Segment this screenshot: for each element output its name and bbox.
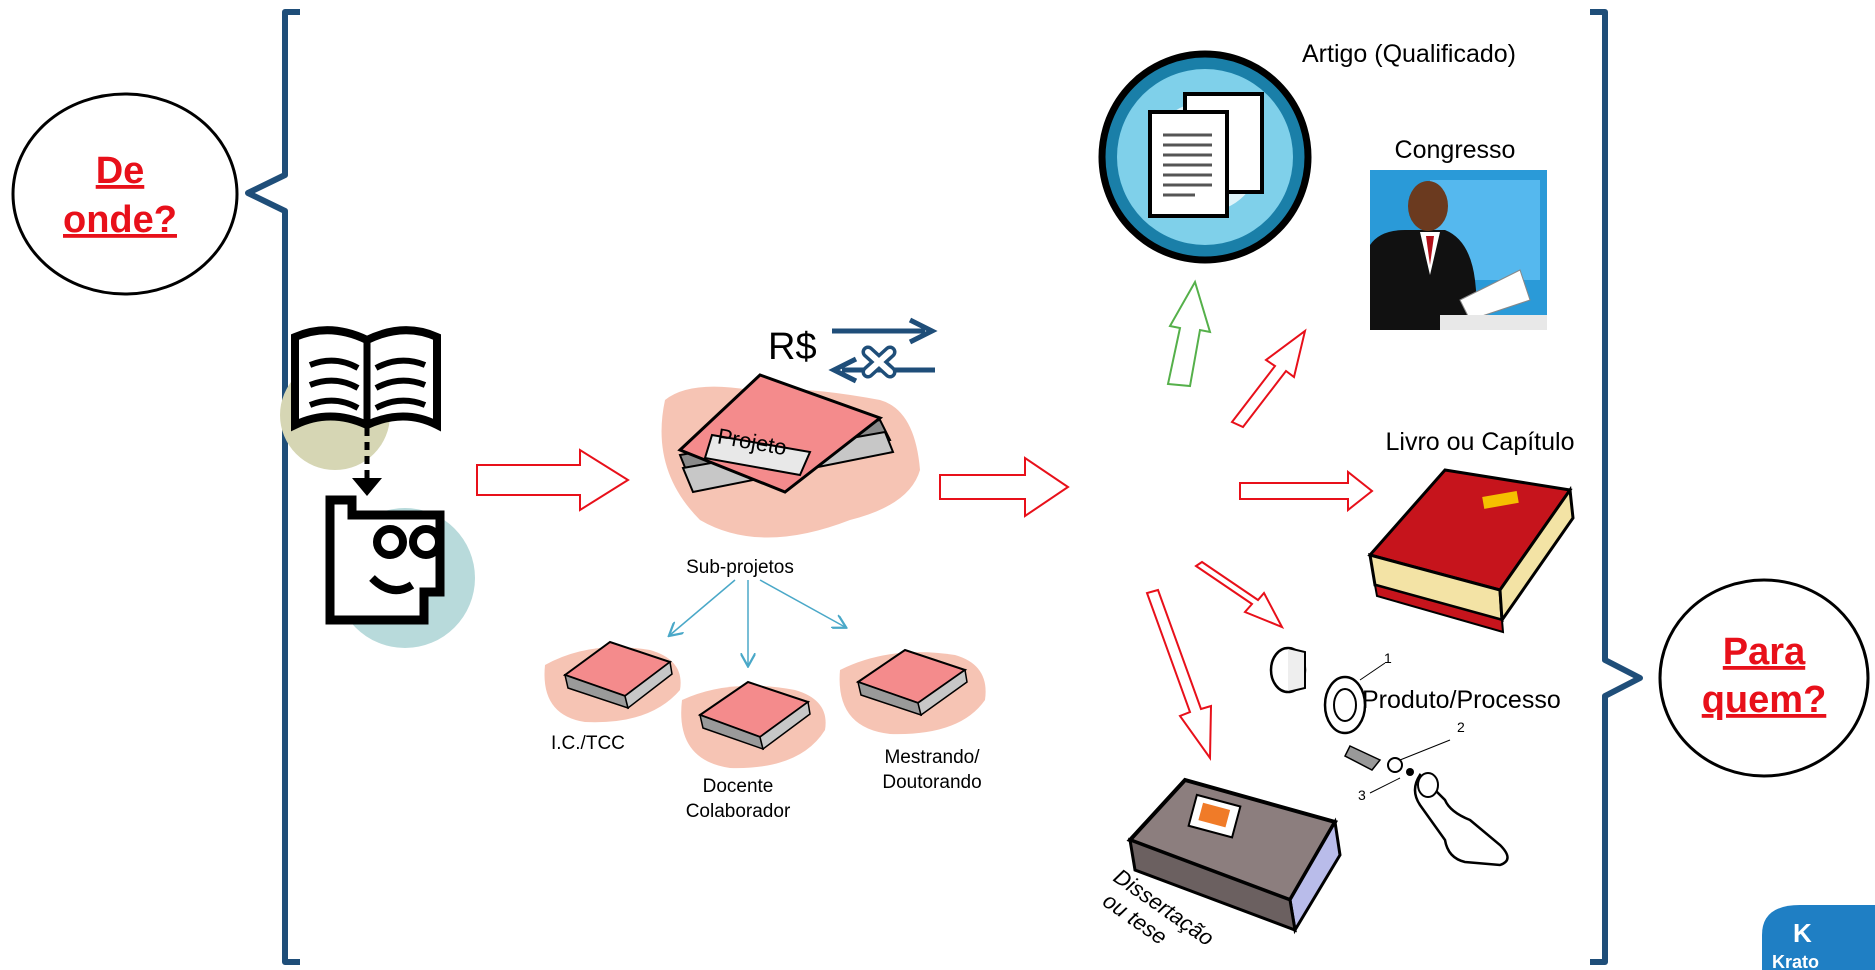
presenter-icon bbox=[1370, 170, 1547, 330]
arrow-to-artigo bbox=[1166, 279, 1212, 388]
mechanical-parts-icon: 1 2 3 bbox=[1269, 646, 1509, 867]
currency-label: R$ bbox=[768, 326, 817, 368]
livro-label: Livro ou Capítulo bbox=[1385, 428, 1574, 456]
left-bracket bbox=[245, 9, 300, 965]
audience-line2: quem? bbox=[1702, 679, 1827, 721]
subprojects-label: Sub-projetos bbox=[686, 557, 794, 578]
sub-docente-line2: Colaborador bbox=[686, 801, 791, 822]
subproject-book-docente-icon bbox=[681, 680, 826, 769]
part-number-3: 3 bbox=[1358, 787, 1366, 803]
reader-icon bbox=[280, 326, 475, 648]
arrow-project-to-outputs bbox=[939, 456, 1070, 518]
sub-ic-label: I.C./TCC bbox=[551, 733, 625, 754]
arrow-to-livro bbox=[1239, 469, 1374, 513]
right-bracket bbox=[1590, 9, 1643, 965]
logo-text: Krato bbox=[1772, 952, 1819, 970]
audience-bubble: Para quem? bbox=[1658, 578, 1870, 778]
sub-arrow-ic bbox=[670, 579, 736, 635]
audience-line1: Para bbox=[1723, 631, 1806, 673]
artigo-label: Artigo (Qualificado) bbox=[1302, 40, 1516, 68]
svg-text:K: K bbox=[1793, 918, 1812, 948]
arrow-to-dissertacao bbox=[1145, 588, 1213, 762]
congresso-label: Congresso bbox=[1395, 136, 1516, 164]
sub-arrow-mestrando bbox=[759, 579, 845, 627]
subproject-book-ic-icon bbox=[544, 640, 681, 723]
subproject-book-mestrando-icon bbox=[839, 648, 986, 735]
thesis-book-icon bbox=[1126, 777, 1342, 935]
document-icon bbox=[1098, 50, 1312, 264]
blocked-x-icon bbox=[861, 345, 897, 379]
arrow-to-produto bbox=[1194, 560, 1285, 629]
sub-mestrando-line1: Mestrando/ bbox=[884, 747, 980, 768]
source-line2: onde? bbox=[63, 199, 177, 241]
arrow-reader-to-project bbox=[476, 448, 630, 512]
sub-docente-line1: Docente bbox=[703, 776, 774, 797]
arrow-to-congresso bbox=[1230, 328, 1307, 429]
red-book-icon bbox=[1367, 468, 1575, 634]
kroton-logo: K Krato bbox=[1762, 905, 1875, 970]
produto-label: Produto/Processo bbox=[1362, 686, 1561, 714]
part-number-2: 2 bbox=[1457, 719, 1465, 735]
source-bubble: De onde? bbox=[11, 92, 239, 296]
sub-mestrando-line2: Doutorando bbox=[882, 772, 981, 793]
source-line1: De bbox=[96, 150, 145, 192]
project-book-icon: Projeto bbox=[661, 373, 920, 538]
part-number-1: 1 bbox=[1384, 650, 1392, 666]
